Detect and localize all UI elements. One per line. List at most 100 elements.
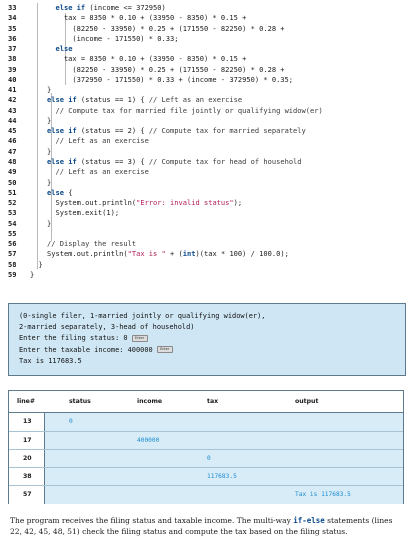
line-number: 53 [8, 208, 17, 218]
block-guide-method [51, 93, 52, 241]
paragraph-code: if-else [293, 516, 325, 525]
console-output: (0-single filer, 1-married jointly or qu… [8, 303, 406, 376]
line-number: 42 [8, 95, 17, 105]
code-line: 54 } [8, 219, 404, 229]
console-line-options-2: 2-married separately, 3-head of househol… [19, 323, 195, 332]
description-paragraph: The program receives the filing status a… [10, 515, 404, 537]
code-text: System.out.println( [30, 249, 128, 259]
header-line: line# [17, 398, 36, 405]
code-lines: 33 else if (income <= 372950)34 tax = 83… [8, 3, 404, 280]
line-number: 57 [8, 249, 17, 259]
line-number: 52 [8, 198, 17, 208]
enter-key-icon: Enter [131, 334, 148, 342]
status-input: 0 [123, 334, 128, 343]
code-line: 41 } [8, 85, 404, 95]
paragraph-text-before: The program receives the filing status a… [10, 516, 294, 525]
code-text: (status == 2) { [76, 126, 149, 136]
line-number: 41 [8, 85, 17, 95]
header-tax: tax [207, 398, 219, 405]
code-text: )(tax * 100) / 100.0); [195, 249, 289, 259]
code-text: System.out.println( [30, 198, 137, 208]
code-text: (status == 1) { [76, 95, 149, 105]
code-text: } [30, 218, 52, 228]
line-number: 35 [8, 23, 17, 33]
header-income: income [137, 398, 163, 405]
code-text [30, 106, 55, 115]
code-comment: // Display the result [46, 239, 137, 249]
line-number: 48 [8, 156, 17, 166]
line-number: 56 [8, 239, 17, 249]
code-text: (income <= 372950) [85, 3, 166, 12]
code-text: } [30, 259, 43, 269]
code-line: 44 } [8, 116, 404, 126]
code-text: (income - 171550) * 0.33; [30, 33, 179, 43]
code-text: (82250 - 33950) * 0.25 + (171550 - 82250… [30, 23, 285, 33]
code-text: (status == 3) { [76, 156, 149, 166]
cell-income: 400000 [137, 437, 160, 444]
line-number-column [9, 413, 45, 504]
trace-table-header: line# status income tax output [9, 391, 403, 413]
block-guide-class [37, 3, 38, 269]
code-line: 55 [8, 229, 404, 239]
code-text: + ( [165, 249, 183, 259]
code-line: 49 // Left as an exercise [8, 167, 404, 177]
code-line: 40 (372950 - 171550) * 0.33 + (income - … [8, 75, 404, 85]
cell-line: 13 [23, 418, 32, 425]
code-line: 42 else if (status == 1) { // Left as an… [8, 95, 404, 105]
header-status: status [69, 398, 91, 405]
code-line: 50 } [8, 178, 404, 188]
code-line: 51 else { [8, 188, 404, 198]
cell-status: 0 [69, 418, 73, 425]
enter-key-icon: Enter [156, 346, 173, 354]
code-text: } [30, 269, 35, 279]
cell-tax: 0 [207, 455, 211, 462]
line-number: 49 [8, 167, 17, 177]
line-number: 37 [8, 44, 17, 54]
line-number: 51 [8, 187, 17, 197]
line-number: 44 [8, 115, 17, 125]
code-keyword: else if [46, 156, 77, 166]
code-line: 52 System.out.println("Error: invalid st… [8, 198, 404, 208]
code-comment: // Left as an exercise [148, 95, 243, 105]
code-text: tax = 8350 * 0.10 + (33950 - 8350) * 0.1… [30, 54, 247, 64]
code-keyword: else [46, 187, 64, 197]
code-text: (82250 - 33950) * 0.25 + (171550 - 82250… [30, 64, 285, 74]
console-line-options-1: (0-single filer, 1-married jointly or qu… [19, 312, 266, 320]
code-line: 56 // Display the result [8, 239, 404, 249]
code-line: 59} [8, 270, 404, 280]
code-line: 39 (82250 - 33950) * 0.25 + (171550 - 82… [8, 65, 404, 75]
code-keyword: else if [46, 126, 77, 136]
code-comment: // Compute tax for head of household [148, 156, 302, 166]
code-text: tax = 8350 * 0.10 + (33950 - 8350) * 0.1… [30, 13, 247, 23]
code-text: } [30, 85, 52, 95]
cell-line: 38 [23, 473, 32, 480]
line-number: 39 [8, 64, 17, 74]
code-line: 35 (82250 - 33950) * 0.25 + (171550 - 82… [8, 24, 404, 34]
code-comment: // Left as an exercise [55, 136, 149, 146]
code-line: 34 tax = 8350 * 0.10 + (33950 - 8350) * … [8, 13, 404, 23]
code-keyword: else [55, 44, 73, 54]
line-number: 45 [8, 126, 17, 136]
code-listing: 33 else if (income <= 372950)34 tax = 83… [8, 3, 404, 280]
code-text: } [30, 146, 52, 156]
table-row: 13 0 [9, 413, 403, 431]
income-input: 400000 [127, 345, 153, 354]
code-line: 37 else [8, 44, 404, 54]
status-prompt: Enter the filing status: [19, 334, 124, 343]
code-line: 57 System.out.println("Tax is " + (int)(… [8, 249, 404, 259]
code-text [30, 136, 55, 145]
code-keyword: else if [46, 95, 77, 105]
code-text [30, 157, 47, 166]
line-number: 43 [8, 105, 17, 115]
block-guide-else-if [65, 13, 66, 85]
code-text [30, 188, 47, 197]
code-comment: // Left as an exercise [55, 167, 149, 177]
header-output: output [295, 398, 319, 405]
code-string: "Tax is " [127, 249, 166, 259]
